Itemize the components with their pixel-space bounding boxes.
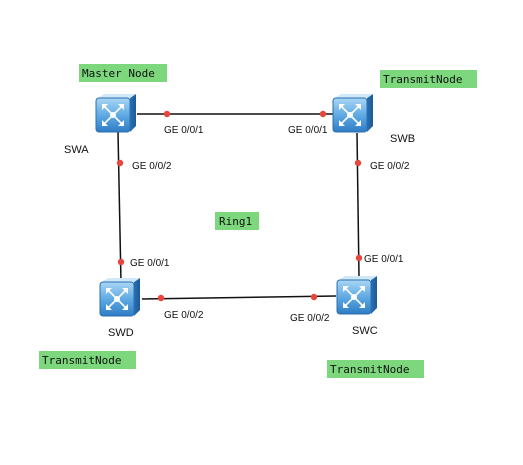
switch-swb[interactable] [332,93,374,133]
device-label-swd: SWD [108,327,134,339]
port-label-swd-up: GE 0/0/1 [130,258,170,269]
switch-icon [95,93,137,133]
tag-master-node-text: Master Node [82,67,155,80]
port-dot-swb-down [354,159,362,167]
port-label-swb-left: GE 0/0/1 [288,125,328,136]
tag-ring-text: Ring1 [219,215,252,228]
port-label-swa-right: GE 0/0/1 [164,125,204,136]
port-label-swd-right: GE 0/0/2 [164,310,204,321]
switch-icon [99,277,141,317]
device-label-swa: SWA [64,144,89,156]
port-label-swc-left: GE 0/0/2 [290,313,330,324]
tag-swc-role: TransmitNode [327,360,424,378]
switch-swd[interactable] [99,277,141,317]
tag-swb-role-text: TransmitNode [383,73,462,86]
switch-icon [332,93,374,133]
port-label-swc-up: GE 0/0/1 [364,254,404,265]
port-label-swa-down: GE 0/0/2 [132,161,172,172]
port-dot-swa-down [116,159,124,167]
port-dot-swd-up [117,258,125,266]
switch-icon [336,275,378,315]
tag-master-node: Master Node [79,64,167,82]
port-label-swb-down: GE 0/0/2 [370,161,410,172]
switch-swc[interactable] [336,275,378,315]
port-dot-swd-right [157,294,165,302]
tag-swd-role: TransmitNode [39,351,136,369]
port-dot-swc-up [355,254,363,262]
switch-swa[interactable] [95,93,137,133]
tag-ring: Ring1 [215,212,259,230]
port-dot-swb-left [319,110,327,118]
port-dot-swa-right [163,110,171,118]
tag-swc-role-text: TransmitNode [330,363,409,376]
device-label-swc: SWC [352,325,378,337]
tag-swb-role: TransmitNode [380,70,477,88]
link-swd-swc [141,295,337,300]
device-label-swb: SWB [390,133,415,145]
link-swb-swc [356,132,360,278]
port-dot-swc-left [310,293,318,301]
link-swa-swd [117,131,122,284]
tag-swd-role-text: TransmitNode [42,354,121,367]
